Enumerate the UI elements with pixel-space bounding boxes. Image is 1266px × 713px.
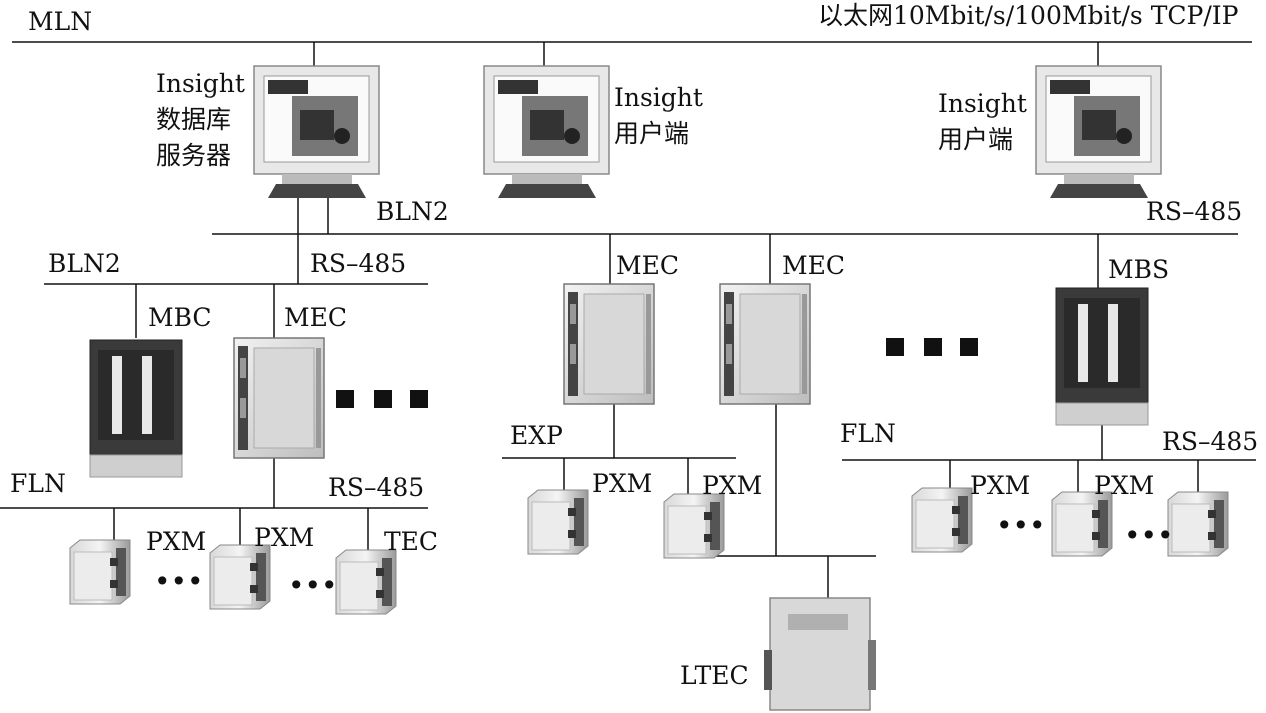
fln-right-label: FLN (840, 419, 896, 448)
pxm-label: PXM (1094, 471, 1155, 500)
pxm-label: PXM (970, 471, 1031, 500)
client2-role-label: 用户端 (938, 125, 1014, 154)
rs485-fln-right-label: RS–485 (1162, 427, 1259, 456)
ellipsis-dots: ••• (288, 569, 338, 602)
ellipsis-dots: ••• (1124, 519, 1174, 552)
bln2-left-label: BLN2 (48, 249, 121, 278)
pxm-label: PXM (592, 469, 653, 498)
mec-controller-icon (719, 283, 811, 405)
mln-label: MLN (28, 7, 93, 36)
client-workstation-icon (483, 65, 610, 199)
server-role2-label: 服务器 (156, 141, 232, 170)
mbs-cabinet-icon (1055, 287, 1149, 426)
pxm-device-icon (209, 544, 271, 610)
ethernet-label: 以太网10Mbit/s/100Mbit/s TCP/IP (818, 1, 1239, 30)
mec-mid1-label: MEC (616, 251, 679, 280)
ltec-label: LTEC (680, 661, 749, 690)
client-workstation-icon (1035, 65, 1162, 199)
pxm-label: PXM (146, 527, 207, 556)
client1-name-label: Insight (614, 83, 703, 112)
tec-device-icon (335, 549, 397, 615)
ellipsis-dots: ••• (154, 565, 204, 598)
rs485-fln-left-label: RS–485 (328, 473, 425, 502)
rs485-left-label: RS–485 (310, 249, 407, 278)
server-workstation-icon (253, 65, 380, 199)
mec-mid2-label: MEC (782, 251, 845, 280)
fln-left-label: FLN (10, 469, 66, 498)
network-lines (0, 41, 1256, 598)
mbc-cabinet-icon (89, 339, 183, 478)
client2-name-label: Insight (938, 89, 1027, 118)
ellipsis-dots: ••• (996, 509, 1046, 542)
mbs-label: MBS (1108, 255, 1170, 284)
mbc-label: MBC (148, 303, 212, 332)
mec-controller-icon (563, 283, 655, 405)
pxm-label: PXM (254, 523, 315, 552)
rs485-upper-right-label: RS–485 (1146, 197, 1243, 226)
client1-role-label: 用户端 (614, 119, 690, 148)
server-role-label: 数据库 (156, 105, 232, 134)
pxm-device-icon (1167, 491, 1229, 557)
pxm-label: PXM (702, 471, 763, 500)
tec-label: TEC (384, 527, 439, 556)
exp-label: EXP (510, 421, 563, 450)
pxm-device-icon (527, 489, 589, 555)
pxm-device-icon (911, 487, 973, 553)
pxm-device-icon (69, 539, 131, 605)
ltec-controller-icon (764, 597, 876, 711)
pxm-device-icon (1051, 491, 1113, 557)
mec-controller-icon (233, 337, 325, 459)
pxm-device-icon (663, 493, 725, 559)
bln2-upper-label: BLN2 (376, 197, 449, 226)
mec-left-label: MEC (284, 303, 347, 332)
server-name-label: Insight (156, 69, 245, 98)
ellipsis-squares (336, 338, 978, 408)
